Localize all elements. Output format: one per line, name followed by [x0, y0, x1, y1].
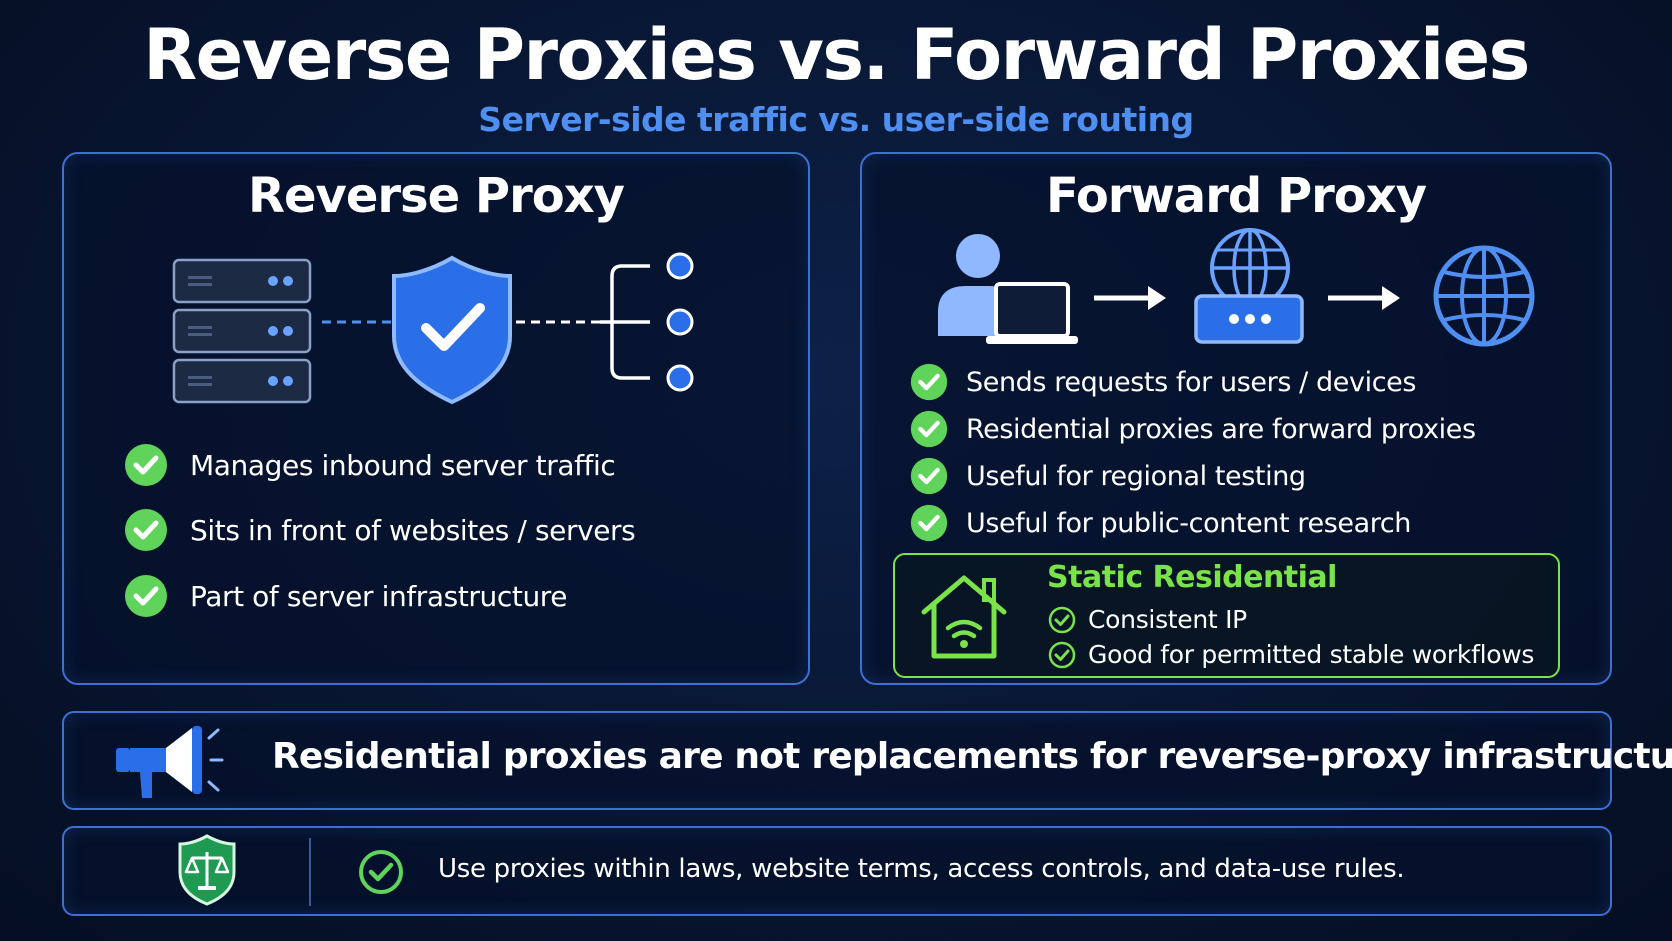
- bullet-text: Residential proxies are forward proxies: [966, 413, 1476, 445]
- bullet-text: Useful for regional testing: [966, 460, 1306, 492]
- forward-proxy-diagram: [938, 228, 1535, 347]
- arrow-right-icon: [1328, 286, 1400, 310]
- check-circle-outline-icon: [1048, 641, 1076, 668]
- banner-text: Residential proxies are not replacements…: [272, 736, 1672, 777]
- reverse-proxy-diagram: [172, 252, 694, 405]
- reverse-proxy-panel: Reverse Proxy: [62, 152, 810, 685]
- check-circle-icon: [125, 509, 167, 551]
- list-item: Sits in front of websites / servers: [124, 508, 636, 552]
- bullet-text: Manages inbound server traffic: [190, 448, 616, 482]
- globe-icon: [1433, 245, 1535, 347]
- compliance-footer: [62, 826, 1612, 916]
- bullet-text: Part of server infrastructure: [190, 579, 568, 613]
- bullet-text: Sits in front of websites / servers: [190, 513, 636, 547]
- check-circle-icon: [910, 457, 948, 495]
- check-circle-icon: [910, 504, 948, 542]
- forward-proxy-title: Forward Proxy: [1045, 168, 1427, 224]
- key-message-banner: [62, 711, 1612, 810]
- page-title: Reverse Proxies vs. Forward Proxies: [143, 14, 1530, 96]
- check-circle-icon: [125, 444, 167, 486]
- page-subtitle: Server-side traffic vs. user-side routin…: [478, 100, 1194, 139]
- footer-divider: [309, 838, 311, 906]
- list-item: Manages inbound server traffic: [124, 443, 616, 487]
- globe-server-icon: [1194, 228, 1304, 344]
- check-circle-icon: [910, 363, 948, 401]
- check-circle-icon: [910, 410, 948, 448]
- static-item-text: Consistent IP: [1088, 605, 1247, 634]
- megaphone-icon: [116, 726, 224, 798]
- branch-nodes-icon: [600, 252, 694, 392]
- static-residential-title: Static Residential: [1047, 560, 1337, 595]
- shield-check-icon: [392, 255, 512, 405]
- list-item: Residential proxies are forward proxies: [910, 410, 1476, 448]
- static-residential-card: [893, 553, 1560, 678]
- list-item: Good for permitted stable workflows: [1048, 640, 1534, 669]
- reverse-proxy-title: Reverse Proxy: [248, 168, 625, 224]
- list-item: Useful for public-content research: [910, 504, 1411, 542]
- check-circle-icon: [359, 850, 403, 894]
- shield-scales-icon: [178, 834, 236, 906]
- bullet-text: Sends requests for users / devices: [966, 366, 1417, 398]
- list-item: Part of server infrastructure: [124, 574, 568, 618]
- server-stack-icon: [172, 258, 312, 404]
- check-circle-icon: [125, 575, 167, 617]
- footer-text: Use proxies within laws, website terms, …: [438, 854, 1405, 884]
- list-item: Consistent IP: [1048, 605, 1247, 634]
- arrow-right-icon: [1094, 286, 1166, 310]
- list-item: Useful for regional testing: [910, 457, 1306, 495]
- home-wifi-icon: [921, 575, 1007, 659]
- bullet-text: Useful for public-content research: [966, 507, 1411, 539]
- static-item-text: Good for permitted stable workflows: [1088, 640, 1535, 669]
- check-circle-outline-icon: [1048, 606, 1076, 633]
- user-laptop-icon: [938, 234, 1078, 344]
- list-item: Sends requests for users / devices: [910, 363, 1416, 401]
